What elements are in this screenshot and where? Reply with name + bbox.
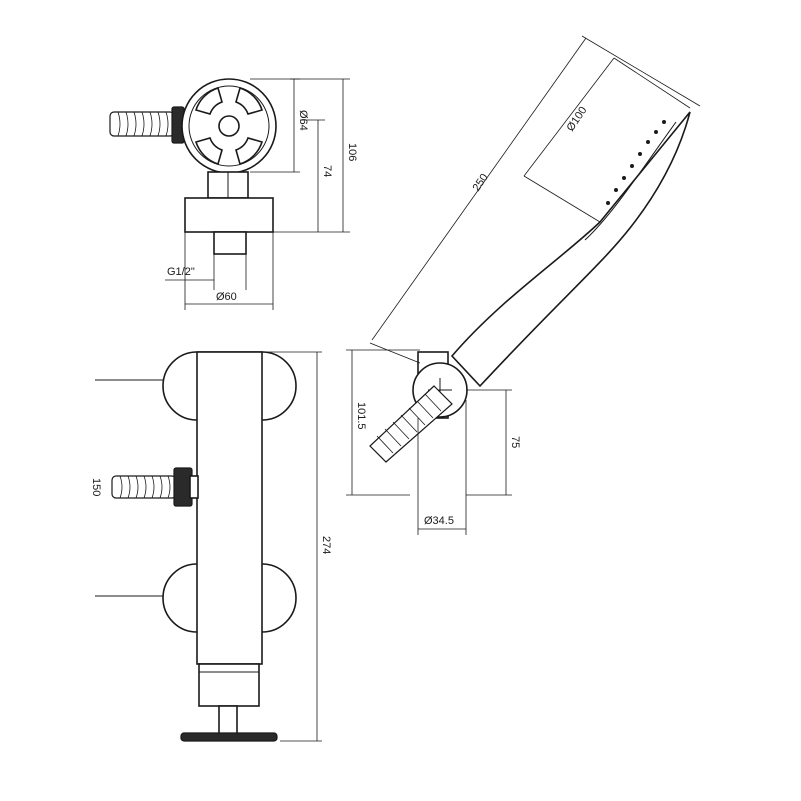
front-view: 274 150 bbox=[90, 351, 332, 742]
dim-274: 274 bbox=[262, 351, 332, 742]
dim-thread: G1/2" bbox=[165, 254, 247, 290]
dim-101-5: 101.5 bbox=[346, 349, 420, 496]
front-view-foot bbox=[180, 732, 278, 742]
front-view-spindle bbox=[218, 705, 238, 735]
top-view-handle-pattern bbox=[194, 86, 264, 166]
top-view: Ø64 74 106 G1/2" Ø60 bbox=[109, 78, 358, 310]
dim-d34-5-label: Ø34.5 bbox=[424, 515, 454, 527]
dim-thread-label: G1/2" bbox=[167, 266, 195, 278]
dim-250-label: 250 bbox=[471, 172, 491, 194]
side-view-shower-head bbox=[450, 111, 691, 388]
dim-101-5-label: 101.5 bbox=[355, 402, 367, 430]
dim-106-label: 106 bbox=[346, 143, 358, 161]
dim-d60: Ø60 bbox=[184, 232, 274, 310]
dim-d100-label: Ø100 bbox=[565, 105, 590, 134]
side-view-hose bbox=[369, 385, 453, 463]
top-view-hose bbox=[109, 111, 175, 137]
top-view-base-plate bbox=[184, 197, 274, 233]
dim-d60-label: Ø60 bbox=[216, 291, 237, 303]
side-view-nozzles bbox=[606, 120, 666, 205]
dim-150-label: 150 bbox=[90, 478, 102, 496]
dim-75: 75 bbox=[466, 389, 521, 496]
top-view-thread-stub bbox=[213, 231, 247, 255]
side-view: 250 Ø100 101.5 75 Ø34.5 bbox=[346, 35, 701, 535]
dim-d34-5: Ø34.5 bbox=[417, 400, 467, 535]
dim-75-label: 75 bbox=[509, 436, 521, 448]
front-view-collar bbox=[198, 663, 260, 707]
front-view-column bbox=[196, 351, 263, 665]
dim-274-label: 274 bbox=[320, 536, 332, 554]
dim-d100: Ø100 bbox=[523, 57, 691, 223]
dim-74-label: 74 bbox=[321, 165, 333, 177]
dim-106: 106 bbox=[290, 78, 358, 233]
front-view-hose bbox=[111, 467, 199, 507]
dim-74: 74 bbox=[273, 119, 333, 233]
